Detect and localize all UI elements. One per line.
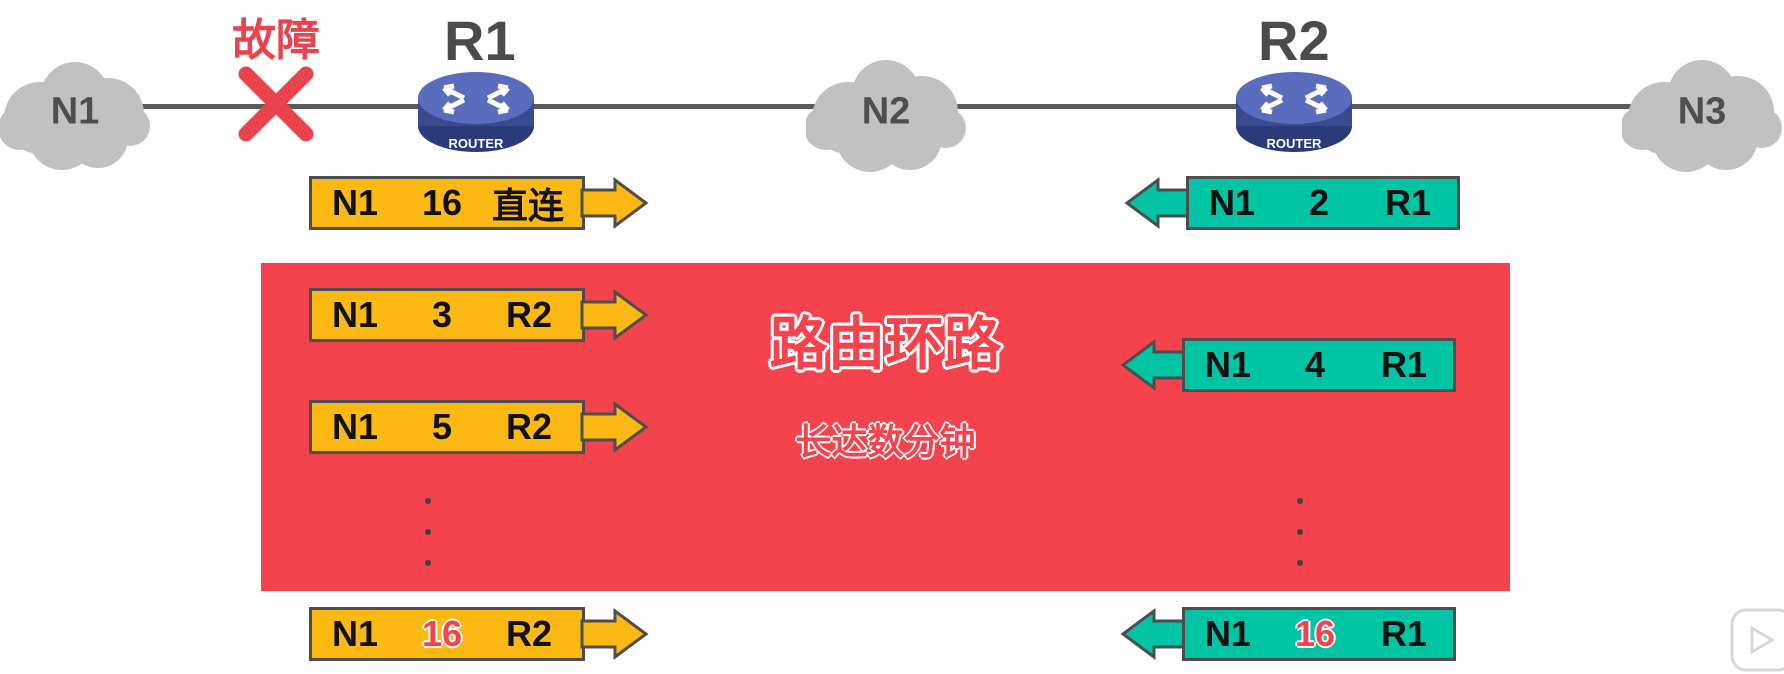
r1-update-first: N1 16 直连 xyxy=(309,176,649,232)
arrow-right-icon xyxy=(580,177,649,229)
metric-label: 5 xyxy=(431,406,453,447)
fault-x-icon xyxy=(238,66,314,142)
router-r2-text: ROUTER xyxy=(1267,136,1323,151)
panel-title: 路由环路 xyxy=(769,312,1002,377)
next-hop-label: R1 xyxy=(1381,344,1428,385)
cloud-n3: N3 xyxy=(1620,48,1782,176)
n2-label: N2 xyxy=(861,90,911,133)
arrow-left-icon xyxy=(1120,608,1189,660)
net-label: N1 xyxy=(332,294,379,335)
metric-label: 16 xyxy=(421,613,463,654)
arrow-right-icon xyxy=(580,289,649,341)
router-icon: ROUTER xyxy=(1236,72,1352,152)
next-hop-label: R1 xyxy=(1385,182,1432,223)
net-label: N1 xyxy=(332,613,379,654)
r1-label: R1 xyxy=(444,9,516,72)
cloud-icon xyxy=(804,60,966,172)
net-label: N1 xyxy=(332,406,379,447)
next-hop-label: R2 xyxy=(506,294,553,335)
metric-label: 4 xyxy=(1304,344,1326,385)
arrow-right-icon xyxy=(580,608,649,660)
r1-update-second: N1 3 R2 xyxy=(309,288,649,344)
router-r1: ROUTER xyxy=(414,64,538,158)
r1-update-last: N1 16 R2 xyxy=(309,607,649,663)
net-label: N1 xyxy=(332,182,379,223)
metric-label: 3 xyxy=(431,294,453,335)
panel-subtitle: 长达数分钟 xyxy=(795,421,976,462)
net-label: N1 xyxy=(1205,613,1252,654)
router-r1-text: ROUTER xyxy=(449,136,505,151)
cloud-n1: N1 xyxy=(0,48,150,176)
continuation-dots-left xyxy=(425,498,433,591)
r2-update-second: N1 4 R1 xyxy=(1120,338,1458,394)
fault-label: 故障 xyxy=(232,16,320,65)
arrow-left-icon xyxy=(1124,177,1193,229)
metric-label: 16 xyxy=(421,182,463,223)
router-r2: ROUTER xyxy=(1232,64,1356,158)
next-hop-label: R1 xyxy=(1381,613,1428,654)
play-icon[interactable] xyxy=(1728,606,1784,674)
r1-update-third: N1 5 R2 xyxy=(309,400,649,456)
r2-update-first: N1 2 R1 xyxy=(1124,176,1462,232)
metric-label: 2 xyxy=(1308,182,1330,223)
r2-label: R2 xyxy=(1258,9,1330,72)
metric-label: 16 xyxy=(1294,613,1336,654)
arrow-right-icon xyxy=(580,401,649,453)
arrow-left-icon xyxy=(1120,339,1189,391)
next-hop-label: R2 xyxy=(506,613,553,654)
continuation-dots-right xyxy=(1297,498,1305,591)
next-hop-label: 直连 xyxy=(492,185,565,226)
router-icon: ROUTER xyxy=(418,72,534,152)
cloud-icon xyxy=(0,62,150,170)
net-label: N1 xyxy=(1205,344,1252,385)
next-hop-label: R2 xyxy=(506,406,553,447)
cloud-n2: N2 xyxy=(804,48,966,176)
cloud-icon xyxy=(1620,60,1782,172)
net-label: N1 xyxy=(1209,182,1256,223)
n1-label: N1 xyxy=(50,90,100,133)
r2-update-last: N1 16 R1 xyxy=(1120,607,1458,663)
n3-label: N3 xyxy=(1677,90,1727,133)
